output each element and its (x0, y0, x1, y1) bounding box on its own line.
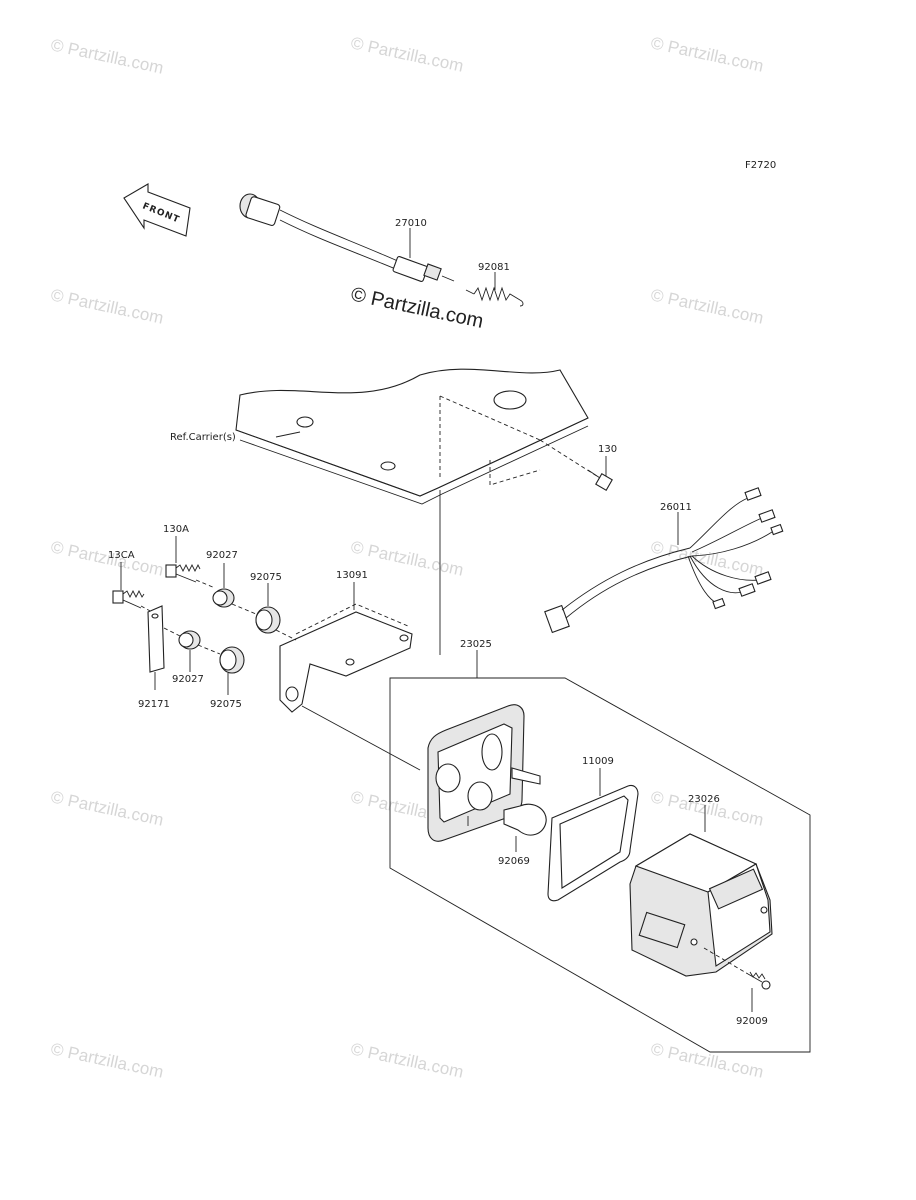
assembly-frame-23025 (301, 650, 811, 1053)
lens-cover-23026 (629, 833, 773, 977)
callout-92027b: 92027 (172, 674, 204, 685)
watermark: © Partzilla.com (649, 537, 765, 579)
watermark: © Partzilla.com (649, 1039, 765, 1081)
callout-92069: 92069 (498, 856, 530, 867)
watermark: © Partzilla.com (649, 33, 765, 75)
grommet-92075b (197, 644, 245, 674)
callout-13091: 13091 (336, 570, 368, 581)
watermark: © Partzilla.com (349, 1039, 465, 1081)
callout-92075a: 92075 (250, 572, 282, 583)
callout-130: 130 (598, 444, 617, 455)
figure-code: F2720 (745, 160, 776, 171)
bulb-92069 (503, 803, 547, 836)
plate-92171 (147, 605, 165, 673)
sensor-27010 (239, 193, 455, 282)
harness-26011 (544, 487, 784, 634)
collar-92027b (163, 627, 201, 650)
collar-92027a (212, 588, 235, 608)
reference-label: Ref.Carrier(s) (170, 432, 236, 443)
watermark: © Partzilla.com (49, 787, 165, 829)
callout-13ca: 13CA (108, 550, 135, 561)
callout-23026: 23026 (688, 794, 720, 805)
carrier-plate (235, 368, 589, 655)
callout-92171: 92171 (138, 699, 170, 710)
bolt-13ca (112, 589, 153, 613)
callout-92027a: 92027 (206, 550, 238, 561)
gasket-11009 (547, 784, 639, 902)
bolt-130a (165, 563, 216, 589)
bracket-13091 (275, 603, 413, 713)
front-arrow-icon: FRONT (123, 183, 191, 237)
callout-92075b: 92075 (210, 699, 242, 710)
screw-92009 (703, 947, 771, 990)
callout-92081: 92081 (478, 262, 510, 273)
grommet-92075a (231, 603, 281, 634)
callout-92009: 92009 (736, 1016, 768, 1027)
watermark: © Partzilla.com (649, 285, 765, 327)
callout-11009: 11009 (582, 756, 614, 767)
watermark: © Partzilla.com (349, 33, 465, 75)
center-watermark: © Partzilla.com (349, 283, 485, 333)
callout-23025: 23025 (460, 639, 492, 650)
bolt-130 (539, 439, 613, 491)
watermark: © Partzilla.com (49, 285, 165, 327)
callout-130a: 130A (163, 524, 189, 535)
lamp-base (427, 704, 541, 842)
spring-92081 (465, 286, 524, 307)
callout-27010: 27010 (395, 218, 427, 229)
watermark: © Partzilla.com (49, 35, 165, 77)
watermark: © Partzilla.com (49, 1039, 165, 1081)
callout-26011: 26011 (660, 502, 692, 513)
